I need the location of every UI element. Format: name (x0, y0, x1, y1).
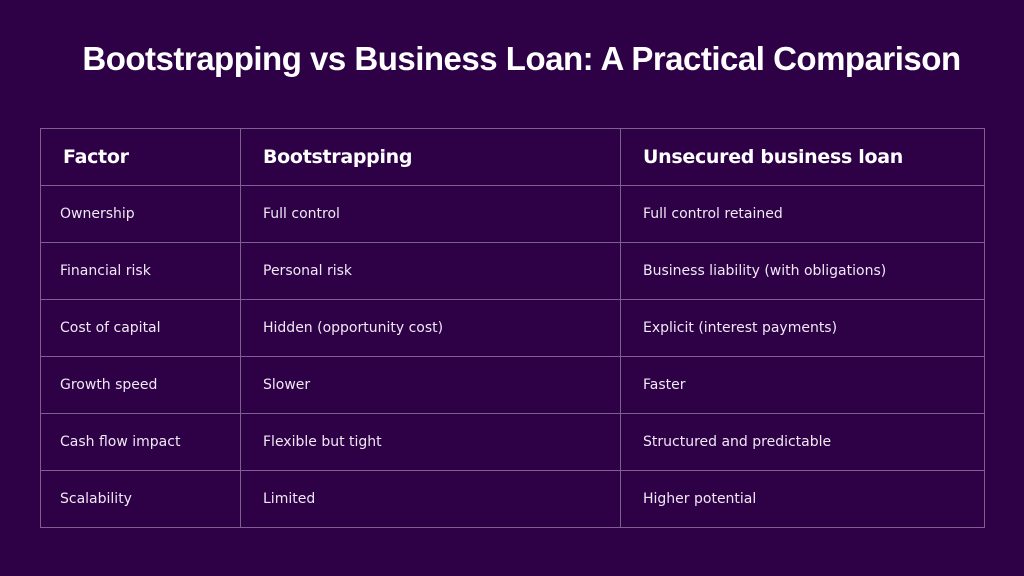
bootstrapping-cell: Flexible but tight (240, 413, 621, 471)
loan-cell: Faster (620, 356, 985, 414)
table-row: Cash flow impact Flexible but tight Stru… (40, 413, 985, 471)
loan-cell: Explicit (interest payments) (620, 299, 985, 357)
factor-cell: Scalability (40, 470, 241, 528)
header-factor: Factor (40, 128, 241, 186)
table-row: Cost of capital Hidden (opportunity cost… (40, 299, 985, 357)
table-row: Growth speed Slower Faster (40, 356, 985, 414)
bootstrapping-cell: Slower (240, 356, 621, 414)
header-unsecured-loan: Unsecured business loan (620, 128, 985, 186)
page-title: Bootstrapping vs Business Loan: A Practi… (82, 40, 961, 77)
factor-cell: Cash flow impact (40, 413, 241, 471)
header-bootstrapping: Bootstrapping (240, 128, 621, 186)
factor-cell: Financial risk (40, 242, 241, 300)
comparison-table: Factor Bootstrapping Unsecured business … (40, 128, 985, 528)
bootstrapping-cell: Personal risk (240, 242, 621, 300)
table-row: Scalability Limited Higher potential (40, 470, 985, 528)
loan-cell: Higher potential (620, 470, 985, 528)
factor-cell: Growth speed (40, 356, 241, 414)
bootstrapping-cell: Full control (240, 185, 621, 243)
factor-cell: Ownership (40, 185, 241, 243)
bootstrapping-cell: Limited (240, 470, 621, 528)
table-row: Financial risk Personal risk Business li… (40, 242, 985, 300)
loan-cell: Business liability (with obligations) (620, 242, 985, 300)
loan-cell: Full control retained (620, 185, 985, 243)
table-row: Ownership Full control Full control reta… (40, 185, 985, 243)
table-header-row: Factor Bootstrapping Unsecured business … (40, 128, 985, 186)
factor-cell: Cost of capital (40, 299, 241, 357)
loan-cell: Structured and predictable (620, 413, 985, 471)
bootstrapping-cell: Hidden (opportunity cost) (240, 299, 621, 357)
